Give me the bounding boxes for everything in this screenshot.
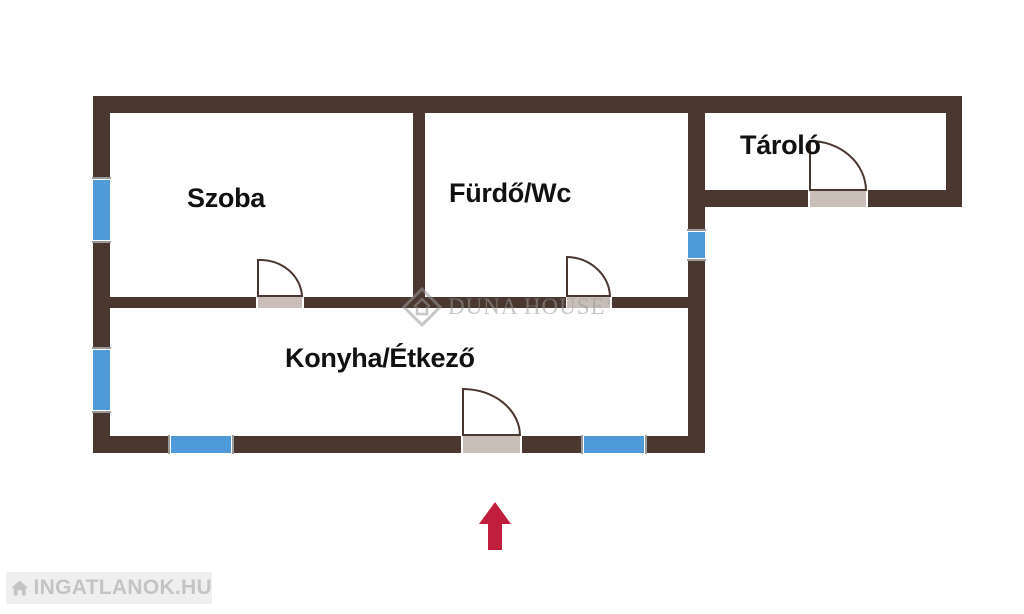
door-floor-furdo <box>567 297 610 308</box>
wall-middle-horizontal <box>93 297 705 308</box>
window-bottom-left <box>168 435 234 454</box>
door-swing-szoba <box>257 258 304 297</box>
door-floor-szoba <box>258 297 302 308</box>
door-swing-furdo <box>566 255 612 297</box>
window-left-konyha <box>92 347 111 413</box>
badge-text: INGATLANOK.HU <box>33 576 212 599</box>
wall-top-annex <box>688 96 962 113</box>
watermark-text: DUNA HOUSE® <box>448 294 614 319</box>
door-swings <box>257 139 868 436</box>
wall-szoba-furdo <box>413 96 425 308</box>
door-swing-tarolo <box>809 139 868 191</box>
room-label-szoba: Szoba <box>187 183 266 213</box>
wall-top-main <box>93 96 705 113</box>
window-left-szoba <box>92 177 111 243</box>
wall-right-annex <box>946 96 962 207</box>
windows <box>92 177 706 454</box>
door-floor-entrance <box>463 436 520 453</box>
walls <box>93 96 962 453</box>
house-icon <box>11 580 28 596</box>
room-label-konyha: Konyha/Étkező <box>285 343 475 373</box>
room-label-tarolo: Tároló <box>740 130 821 160</box>
duna-house-logo-icon <box>402 287 442 327</box>
wall-bottom <box>93 436 705 453</box>
window-right-furdo <box>687 229 706 261</box>
entrance-arrow-icon <box>479 502 511 550</box>
ingatlanok-badge: INGATLANOK.HU <box>6 572 212 604</box>
wall-right-main <box>688 96 705 453</box>
door-floor-tarolo <box>810 190 866 207</box>
door-swing-entrance <box>462 387 522 436</box>
duna-house-watermark: DUNA HOUSE® <box>402 287 613 327</box>
room-label-furdo: Fürdő/Wc <box>449 178 572 208</box>
door-openings <box>256 189 868 454</box>
window-bottom-right <box>581 435 647 454</box>
